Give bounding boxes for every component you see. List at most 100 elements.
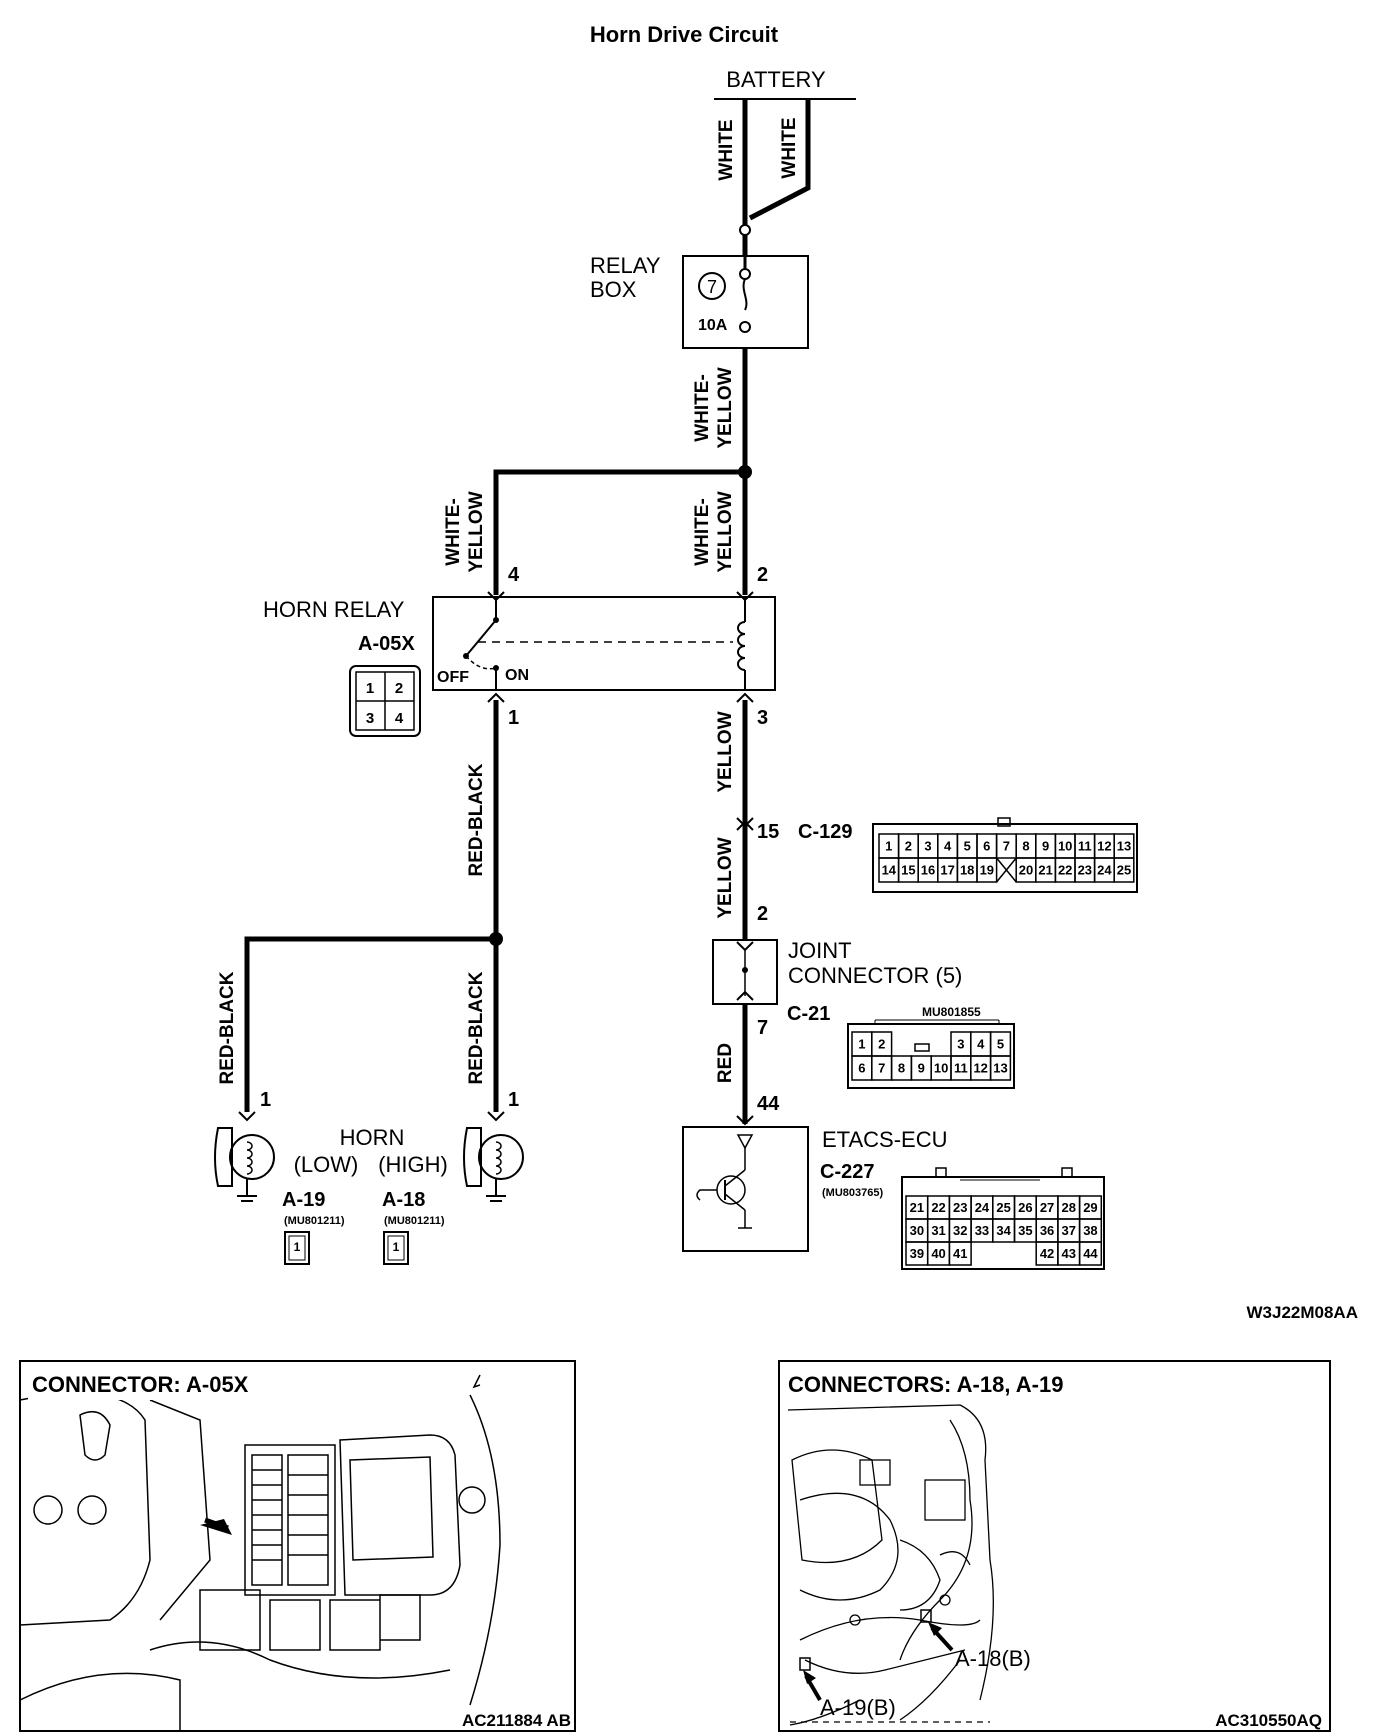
- horn-low-icon: [214, 1127, 275, 1202]
- coil-icon: [737, 621, 746, 671]
- fuse-rating: 10A: [698, 317, 728, 334]
- c21-pin-label: 6: [858, 1061, 865, 1076]
- connector-chevron-icon: [238, 1111, 256, 1122]
- c21-pin-label: 2: [878, 1037, 885, 1052]
- left-panel-cover: [339, 1434, 461, 1596]
- etacs-ecu-box: [682, 1126, 809, 1252]
- a19-connector-icon: [799, 1657, 811, 1671]
- wire-label-red: RED: [715, 1043, 736, 1083]
- c21-pin-label: 3: [957, 1037, 964, 1052]
- c227-pin-label: 44: [1083, 1246, 1098, 1261]
- c129-pin-label: 6: [983, 839, 990, 854]
- photo-panel-right: CONNECTORS: A-18, A-19 A-18(B) A-19(B) A…: [778, 1360, 1331, 1732]
- c227-pin-label: 23: [953, 1200, 967, 1215]
- transistor-input-lead: [696, 1189, 717, 1201]
- fuse-terminal-icon: [739, 321, 751, 333]
- c227-pin-label: 39: [910, 1246, 924, 1261]
- right-panel-outline: [787, 1404, 994, 1701]
- c227-pin-label: 32: [953, 1223, 967, 1238]
- c129-pin-label: 5: [964, 839, 971, 854]
- c129-pin-label: 13: [1117, 839, 1131, 854]
- wire-white-b: [748, 99, 811, 221]
- switch-off-label: OFF: [437, 669, 469, 686]
- photo-panel-right-frame: [778, 1360, 1331, 1732]
- c227-pin-label: 25: [996, 1200, 1010, 1215]
- a18-connector-icon: [920, 1609, 932, 1623]
- connector-a18-inner: [387, 1235, 405, 1261]
- c129-pin-label: 23: [1078, 863, 1092, 878]
- joint-pin-in: 2: [757, 903, 768, 925]
- horn-low-coil: [246, 1141, 253, 1175]
- c129-pin-label: 12: [1097, 839, 1111, 854]
- c129-pin-label: 15: [901, 863, 915, 878]
- connector-c21: [847, 1023, 1015, 1089]
- right-panel-outline: [789, 1699, 861, 1726]
- right-panel-harness: [899, 1419, 973, 1661]
- horn-relay-box: [432, 596, 776, 691]
- diagram-title: Horn Drive Circuit: [590, 22, 779, 47]
- c21-pin-label: 9: [918, 1061, 925, 1076]
- c227-pin-label: 26: [1018, 1200, 1032, 1215]
- right-panel-harness: [799, 1616, 981, 1641]
- horn-low-bell: [214, 1127, 233, 1187]
- wire-label-red-black-2: RED-BLACK: [217, 971, 238, 1084]
- left-panel-fuse-lines: [288, 1474, 328, 1556]
- c129-pin-label: 1: [885, 839, 892, 854]
- c227-pin-label: 22: [931, 1200, 945, 1215]
- left-panel-fuse-column: [287, 1454, 329, 1586]
- a05x-pin-4: 4: [395, 710, 404, 727]
- left-panel-relays: [199, 1589, 421, 1651]
- wire-label-red-black-1: RED-BLACK: [466, 763, 487, 876]
- connector-chevron-icon: [736, 941, 754, 952]
- c227-pin-label: 40: [931, 1246, 945, 1261]
- battery-label: BATTERY: [726, 67, 826, 92]
- c227-pin-cell: [1078, 1241, 1103, 1266]
- horn-relay-code: A-05X: [358, 633, 415, 655]
- right-panel-rect: [859, 1459, 891, 1486]
- c129-blank-cross: [996, 857, 1017, 883]
- connector-chevron-icon: [736, 1115, 754, 1126]
- left-panel-outline: [149, 1399, 211, 1621]
- c227-pin-label: 38: [1083, 1223, 1097, 1238]
- horn-relay-pin-1: 1: [508, 707, 519, 729]
- wire-white-yellow-branch: [493, 469, 745, 595]
- switch-travel: [465, 655, 497, 670]
- c129-pin-label: 10: [1058, 839, 1072, 854]
- c21-pin-label: 11: [954, 1061, 968, 1076]
- horn-relay-pin-3: 3: [757, 707, 768, 729]
- c129-code: C-129: [798, 821, 852, 843]
- c129-latch: [997, 817, 1011, 827]
- wire-label-yellow-2: YELLOW: [715, 837, 736, 918]
- c129-pin-label: 18: [960, 863, 974, 878]
- connector-a19-inner: [288, 1235, 306, 1261]
- c129-pin-label: 19: [980, 863, 994, 878]
- horn-high-pin: 1: [508, 1089, 519, 1111]
- panel-title-bg: [786, 1368, 1052, 1400]
- transistor-icon: [716, 1175, 746, 1205]
- connector-chevron-icon: [487, 1111, 505, 1122]
- a19-label: A-19(B): [820, 1695, 896, 1720]
- c129-pin-label: 17: [940, 863, 954, 878]
- a19-pin: 1: [294, 1240, 301, 1254]
- wire-label-white-a: WHITE: [716, 119, 737, 180]
- wire-label-wy-1b: YELLOW: [715, 367, 736, 448]
- horn-relay-pin-2: 2: [757, 564, 768, 586]
- left-panel-circle: [458, 1486, 486, 1514]
- wire-label-wy-3b: YELLOW: [715, 491, 736, 572]
- right-panel-harness: [899, 1659, 961, 1721]
- left-panel-shape: [79, 1410, 111, 1461]
- left-panel-outline: [19, 1672, 181, 1731]
- horn-low-pin: 1: [260, 1089, 271, 1111]
- connector-chevron-icon: [736, 820, 754, 831]
- c129-pin-label: 8: [1022, 839, 1029, 854]
- c129-pin-label: 21: [1038, 863, 1052, 878]
- connector-a05x-icon: [349, 665, 421, 737]
- c227-pin-label: 43: [1062, 1246, 1076, 1261]
- diode-icon: [736, 1134, 754, 1150]
- left-panel-circle: [77, 1495, 107, 1525]
- fuse-number-circle: [698, 272, 726, 300]
- terminal-icon: [739, 224, 751, 236]
- horn-relay-pin-4: 4: [508, 564, 520, 586]
- wire-red-black-branch: [244, 936, 496, 1112]
- c227-latch: [1061, 1167, 1073, 1178]
